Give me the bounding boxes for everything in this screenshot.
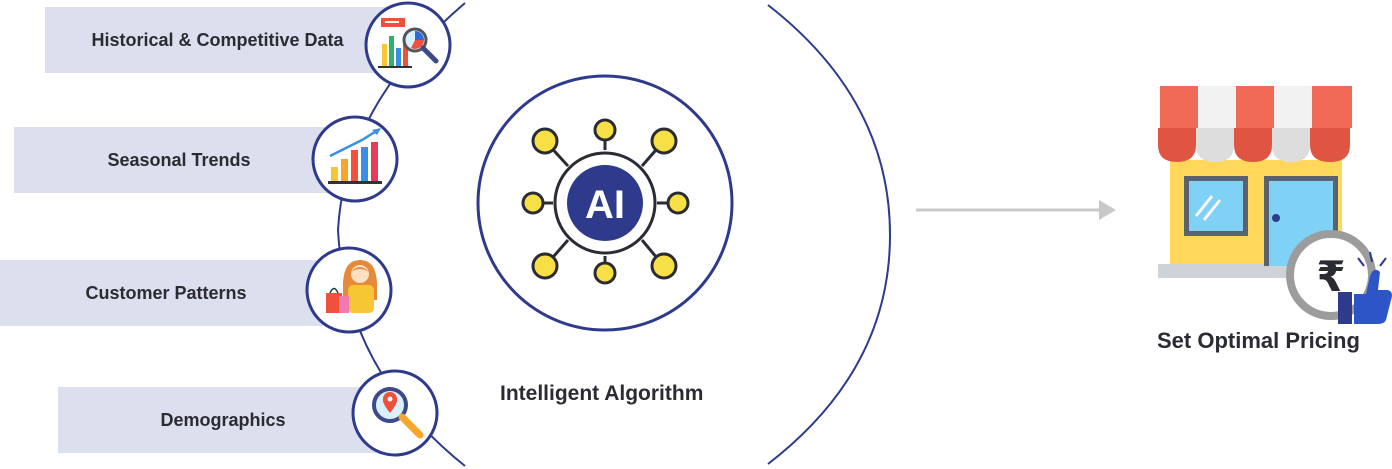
- rising-bar-chart-icon: [311, 115, 399, 203]
- flow-arrow: [916, 200, 1116, 220]
- bar-chart-magnifier-icon: [364, 1, 452, 89]
- label-customer-patterns: Customer Patterns: [0, 260, 332, 326]
- location-magnifier-icon: [351, 369, 439, 457]
- label-seasonal-trends: Seasonal Trends: [14, 127, 344, 193]
- rupee-thumbs-up-icon: ₹: [1286, 230, 1392, 324]
- set-optimal-pricing-caption: Set Optimal Pricing: [1157, 328, 1360, 353]
- label-historical-competitive-data: Historical & Competitive Data: [45, 7, 390, 73]
- ai-label: AI: [585, 183, 625, 227]
- outer-right-arc: [767, 4, 892, 465]
- label-demographics: Demographics: [58, 387, 388, 453]
- intelligent-algorithm-caption: Intelligent Algorithm: [500, 382, 704, 405]
- ai-network-icon: AI: [476, 74, 734, 332]
- shopper-with-bags-icon: [305, 246, 393, 334]
